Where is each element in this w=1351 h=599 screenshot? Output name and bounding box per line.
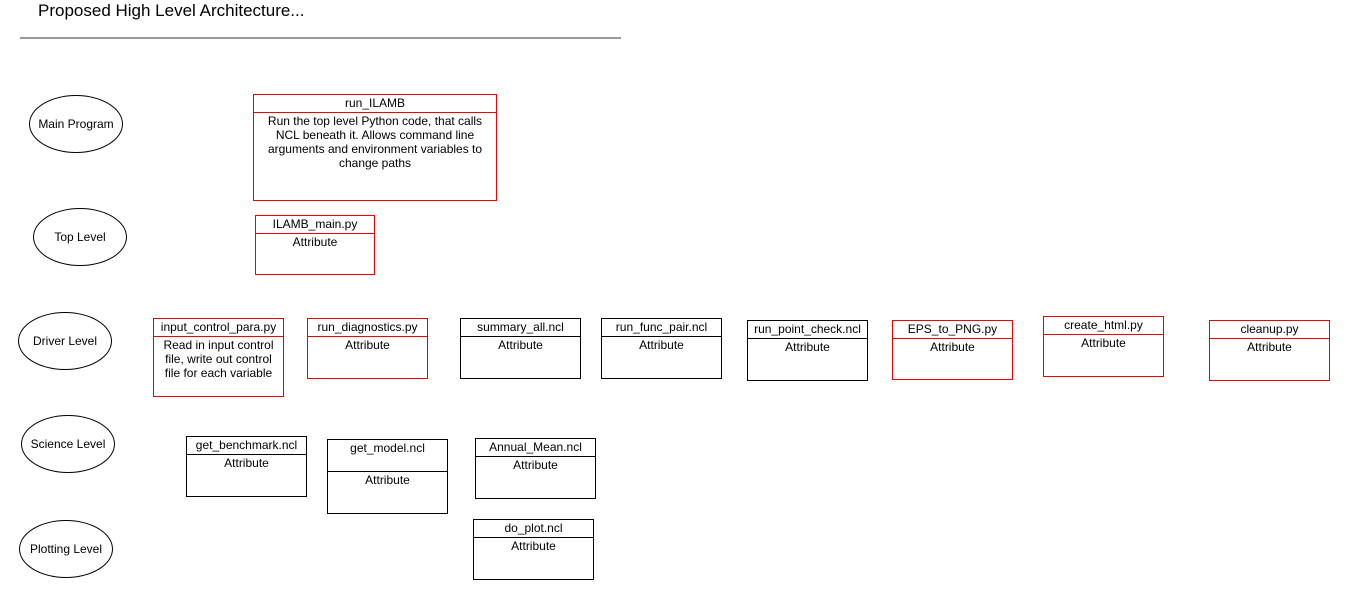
box-title: Annual_Mean.ncl xyxy=(476,439,595,457)
box-body: Attribute xyxy=(1081,336,1126,350)
box-title: summary_all.ncl xyxy=(461,319,580,337)
box-body: Attribute xyxy=(292,235,338,249)
box-body: Attribute xyxy=(639,338,684,352)
level-main-program: Main Program xyxy=(29,95,123,153)
level-science: Science Level xyxy=(21,415,115,473)
box-title: run_point_check.ncl xyxy=(748,321,867,339)
box-title: create_html.py xyxy=(1044,317,1163,335)
box-title: cleanup.py xyxy=(1210,321,1329,339)
level-label: Driver Level xyxy=(32,334,98,348)
level-label: Top Level xyxy=(54,230,106,244)
level-plotting: Plotting Level xyxy=(19,520,113,578)
level-label: Science Level xyxy=(30,437,106,451)
box-body: Attribute xyxy=(785,340,830,354)
page-title: Proposed High Level Architecture... xyxy=(38,1,305,20)
box-title: ILAMB_main.py xyxy=(256,216,374,234)
box-body: Attribute xyxy=(1247,340,1292,354)
level-label: Plotting Level xyxy=(29,542,103,556)
level-driver: Driver Level xyxy=(18,312,112,370)
box-title: EPS_to_PNG.py xyxy=(893,321,1012,339)
level-label: Main Program xyxy=(38,117,114,131)
box-body: Attribute xyxy=(513,458,558,472)
box-title: run_diagnostics.py xyxy=(308,319,427,337)
box-body: Attribute xyxy=(930,340,975,354)
box-body: Attribute xyxy=(345,338,390,352)
box-body: Read in input control file, write out co… xyxy=(163,338,274,380)
box-body: Attribute xyxy=(224,456,269,470)
box-title: input_control_para.py xyxy=(154,319,283,337)
level-top: Top Level xyxy=(33,208,127,266)
box-title: run_ILAMB xyxy=(254,95,496,113)
box-title: do_plot.ncl xyxy=(474,520,593,538)
box-title: run_func_pair.ncl xyxy=(602,319,721,337)
box-body: Attribute xyxy=(498,338,543,352)
title-divider xyxy=(20,37,621,39)
box-body: Run the top level Python code, that call… xyxy=(267,114,483,170)
box-title: get_benchmark.ncl xyxy=(187,437,306,455)
box-title: get_model.ncl xyxy=(328,440,447,472)
box-body: Attribute xyxy=(511,539,556,553)
box-body: Attribute xyxy=(365,473,410,487)
